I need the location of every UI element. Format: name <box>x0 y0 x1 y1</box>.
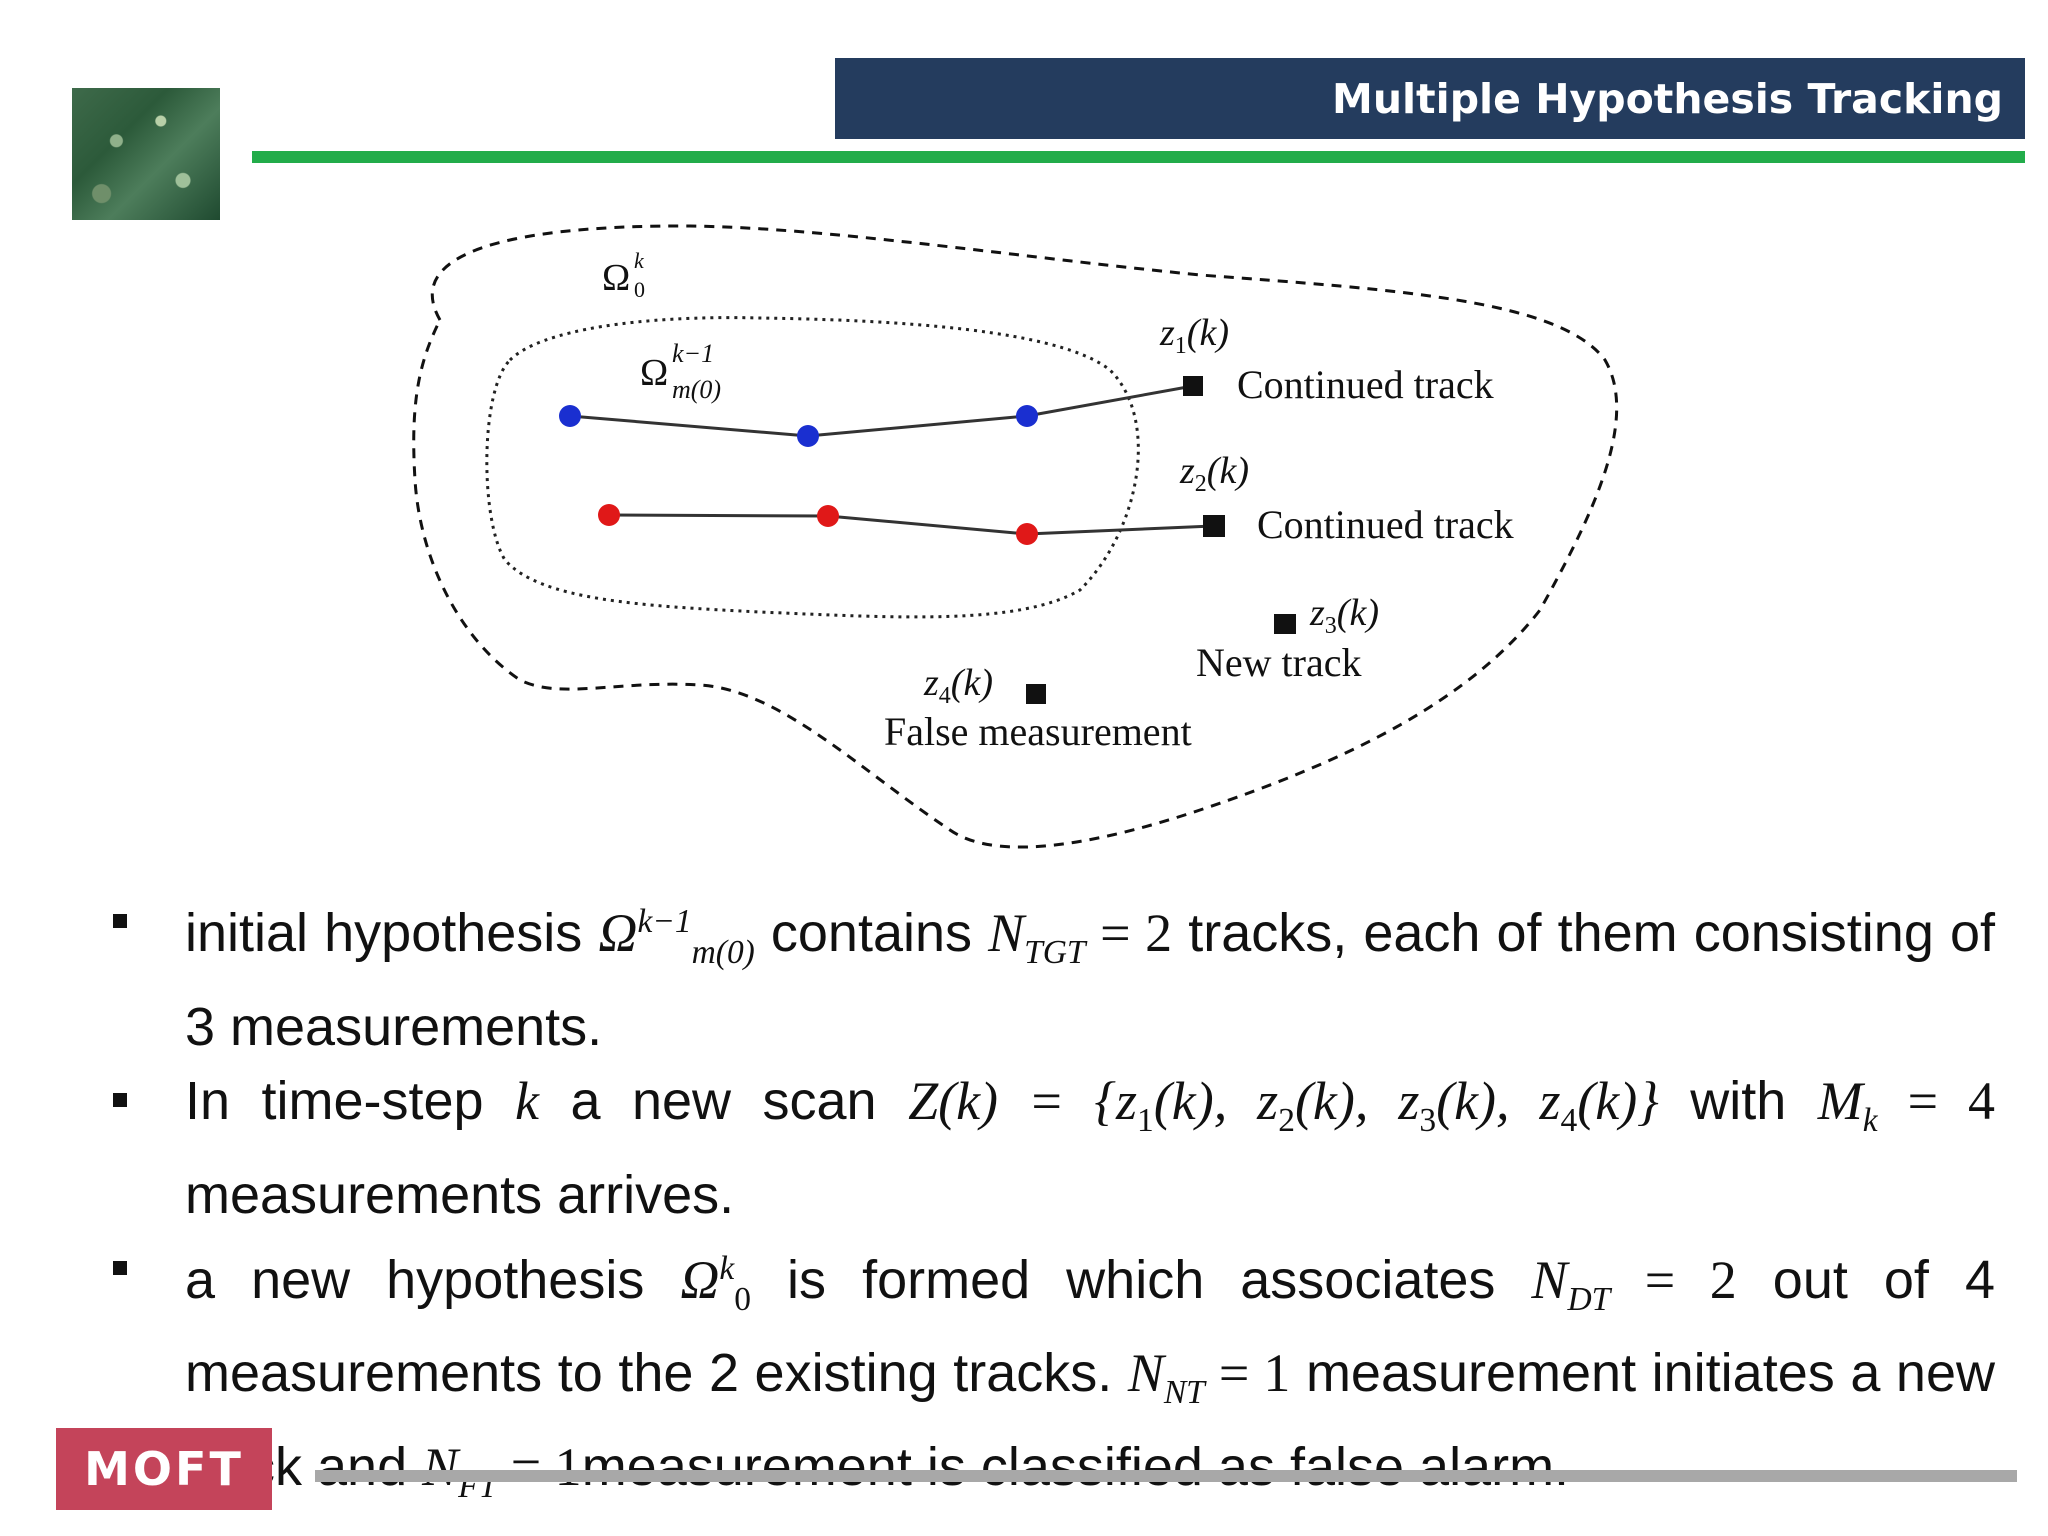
bullet-list: initial hypothesis Ωk−1m(0) contains NTG… <box>100 885 1995 1524</box>
bullet-marker <box>113 914 127 928</box>
bullet-text: initial hypothesis Ωk−1m(0) contains NTG… <box>185 903 1995 1057</box>
header-accent-line <box>252 151 2025 163</box>
measurement-z3-label: New track <box>1196 640 1361 685</box>
track-2-point <box>1016 523 1038 545</box>
footer-line <box>315 1470 2017 1482</box>
bullet-marker <box>113 1260 127 1275</box>
title-bar: Multiple Hypothesis Tracking <box>835 58 2025 139</box>
measurement-z3-symbol: z3(k) <box>1309 592 1379 639</box>
inner-hypothesis-region <box>485 316 1140 619</box>
footer-logo-text: MOFT <box>84 1442 244 1496</box>
measurement-z1-symbol: z1(k) <box>1159 312 1229 359</box>
inner-region-label: Ω <box>640 352 668 394</box>
bullet-text: In time-step k a new scan Z(k) = {z1(k),… <box>185 1070 1996 1225</box>
outer-region-sup: k <box>634 248 645 273</box>
outer-region-sub: 0 <box>634 277 645 302</box>
measurement-z4-symbol: z4(k) <box>923 662 993 709</box>
bullet-text: a new hypothesis Ωk0 is formed which ass… <box>185 1249 1995 1505</box>
bullet-new-scan: In time-step k a new scan Z(k) = {z1(k),… <box>100 1064 1995 1232</box>
bullet-initial-hypothesis: initial hypothesis Ωk−1m(0) contains NTG… <box>100 885 1995 1064</box>
track-1-point <box>1016 405 1038 427</box>
measurement-z1-marker <box>1183 376 1203 396</box>
track-1-point <box>797 425 819 447</box>
measurement-z2-symbol: z2(k) <box>1179 450 1249 497</box>
outer-region-label: Ω <box>602 257 630 299</box>
track-2-line <box>608 513 1214 536</box>
hypothesis-diagram: Ω k 0 Ω k−1 m(0) z1(k) Continued track z… <box>412 224 1619 849</box>
inner-region-sub: m(0) <box>672 375 721 404</box>
header-logo-image <box>72 88 220 220</box>
measurement-z2-label: Continued track <box>1257 502 1514 547</box>
measurement-z1-label: Continued track <box>1237 362 1494 407</box>
footer-logo: MOFT <box>56 1428 272 1510</box>
track-1-point <box>559 405 581 427</box>
inner-region-sup: k−1 <box>672 339 714 368</box>
measurement-z4-marker <box>1026 684 1046 704</box>
measurement-z3-marker <box>1274 614 1296 634</box>
measurement-z2-marker <box>1203 515 1225 537</box>
track-1-line <box>569 384 1194 438</box>
bullet-marker <box>113 1092 127 1107</box>
bullet-new-hypothesis: a new hypothesis Ωk0 is formed which ass… <box>100 1232 1995 1524</box>
track-2-point <box>817 505 839 527</box>
track-2-point <box>598 504 620 526</box>
page-title: Multiple Hypothesis Tracking <box>1332 74 2003 123</box>
measurement-z4-label: False measurement <box>884 709 1192 754</box>
